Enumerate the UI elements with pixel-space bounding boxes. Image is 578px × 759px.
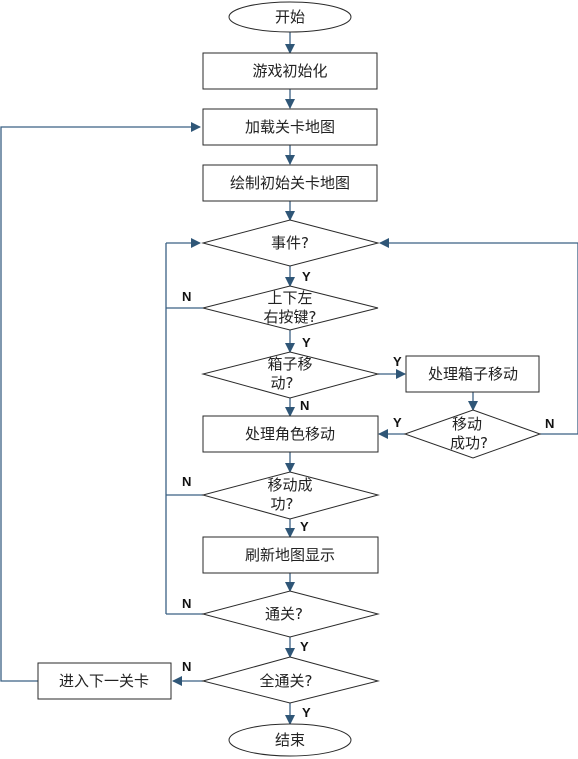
node-move-ok-box: 移动 成功?	[403, 409, 542, 459]
node-draw-level: 绘制初始关卡地图	[202, 164, 378, 202]
label-no-allpass: N	[182, 659, 191, 674]
node-refresh-label: 刷新地图显示	[245, 546, 335, 564]
node-handle-box-label: 处理箱子移动	[428, 365, 518, 383]
label-no-boxmove: N	[300, 398, 309, 413]
label-yes-event: Y	[302, 269, 311, 284]
node-all-pass-label: 全通关?	[260, 672, 313, 690]
label-yes-pass: Y	[300, 639, 309, 654]
label-no-pass: N	[182, 596, 191, 611]
node-event-label: 事件?	[271, 234, 309, 252]
node-start: 开始	[228, 1, 352, 33]
node-next-level: 进入下一关卡	[37, 662, 172, 700]
node-move-ok: 移动成 功?	[201, 471, 380, 520]
node-refresh: 刷新地图显示	[202, 536, 379, 574]
node-pass: 通关?	[201, 590, 380, 638]
node-all-pass: 全通关?	[201, 656, 380, 704]
node-move-ok-box-line2: 成功?	[450, 434, 488, 452]
node-load-level: 加载关卡地图	[202, 108, 378, 146]
node-box-move: 箱子移 动?	[201, 351, 380, 399]
node-load-level-label: 加载关卡地图	[245, 118, 335, 136]
node-end: 结束	[228, 723, 352, 757]
edge-moveokbox-no-event	[379, 238, 578, 435]
label-yes-moveok: Y	[300, 519, 309, 534]
node-event: 事件?	[201, 219, 380, 267]
label-yes-boxmove: Y	[393, 354, 402, 369]
node-handle-role: 处理角色移动	[202, 415, 379, 453]
edge-nextlevel-load	[0, 122, 201, 682]
node-arrow-key-line2: 右按键?	[264, 308, 317, 326]
edge-labels: Y N Y Y N Y N N Y N Y N Y	[182, 269, 554, 720]
node-move-ok-line2: 功?	[271, 495, 294, 513]
node-pass-label: 通关?	[265, 605, 303, 623]
node-init-label: 游戏初始化	[252, 62, 327, 80]
node-arrow-key: 上下左 右按键?	[202, 285, 379, 331]
label-yes-allpass: Y	[302, 705, 311, 720]
label-yes-moveokbox: Y	[393, 415, 402, 430]
node-next-level-label: 进入下一关卡	[59, 672, 149, 690]
label-no-arrowkey: N	[182, 289, 191, 304]
label-no-moveok: N	[182, 474, 191, 489]
node-init: 游戏初始化	[202, 52, 378, 90]
node-box-move-line1: 箱子移	[267, 355, 312, 373]
node-move-ok-box-line1: 移动	[452, 415, 482, 433]
edges	[0, 32, 578, 725]
node-move-ok-line1: 移动成	[267, 476, 312, 494]
node-handle-box: 处理箱子移动	[405, 355, 540, 393]
node-arrow-key-line1: 上下左	[267, 289, 312, 307]
label-no-moveokbox: N	[545, 416, 554, 431]
node-draw-level-label: 绘制初始关卡地图	[230, 174, 350, 192]
label-yes-arrowkey: Y	[302, 335, 311, 350]
node-start-label: 开始	[275, 8, 305, 26]
node-handle-role-label: 处理角色移动	[245, 425, 335, 443]
node-end-label: 结束	[275, 731, 305, 749]
node-box-move-line2: 动?	[271, 374, 294, 392]
